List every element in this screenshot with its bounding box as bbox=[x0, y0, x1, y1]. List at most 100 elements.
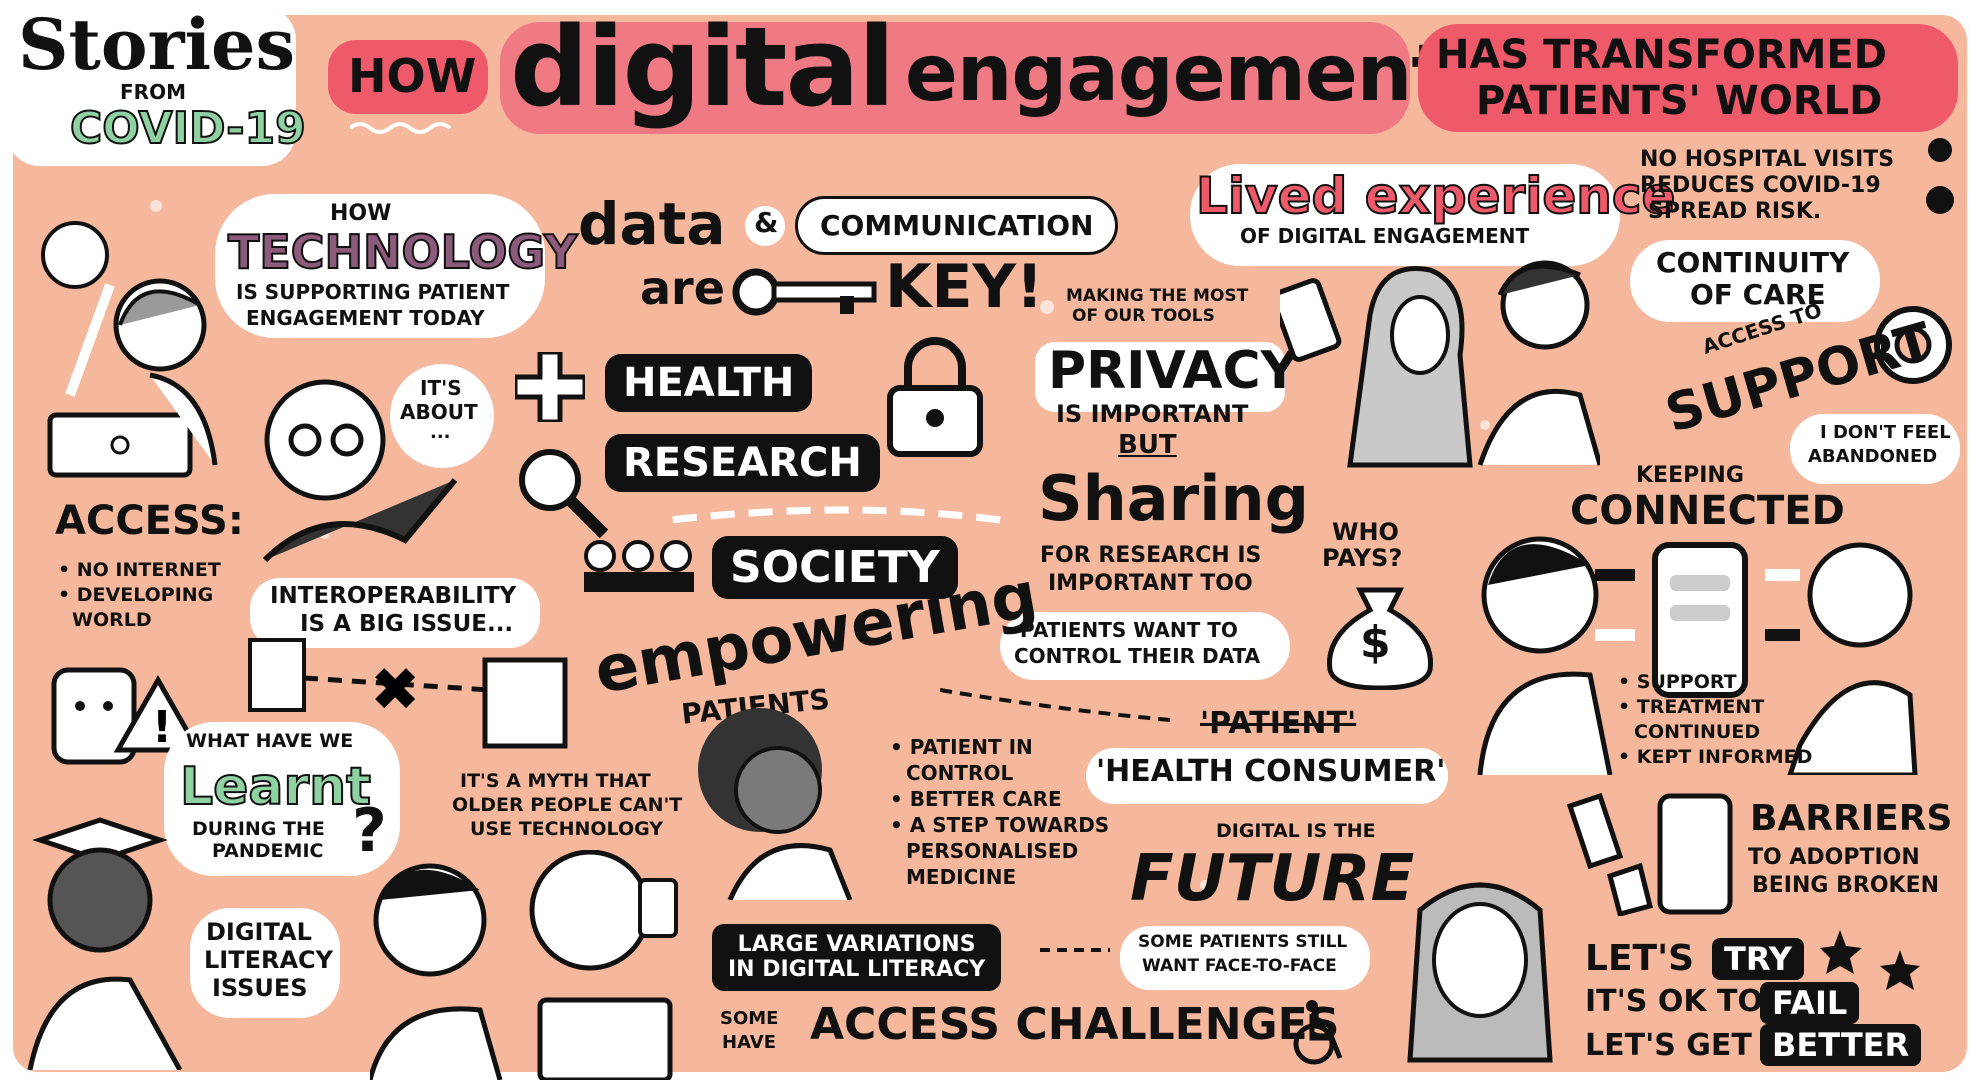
barriers-line2: BEING BROKEN bbox=[1752, 873, 1940, 898]
covid-label: COVID-19 bbox=[69, 103, 307, 154]
barriers-line1: TO ADOPTION bbox=[1748, 845, 1920, 870]
abandoned-line2: ABANDONED bbox=[1808, 446, 1938, 467]
learnt-what: WHAT HAVE WE bbox=[186, 730, 354, 752]
data-word: data bbox=[578, 190, 726, 258]
motto-lets: LET'S bbox=[1585, 938, 1695, 979]
its-about-line1: IT'S bbox=[420, 376, 462, 400]
connected-item: CONTINUED bbox=[1634, 720, 1761, 743]
control-bubble bbox=[1000, 612, 1290, 680]
myth-line3: USE TECHNOLOGY bbox=[470, 818, 664, 840]
technology-line1: IS SUPPORTING PATIENT bbox=[236, 280, 510, 304]
lived-sub: OF DIGITAL ENGAGEMENT bbox=[1240, 224, 1530, 248]
who-pays-line2: PAYS? bbox=[1322, 544, 1403, 572]
continuity-line1: CONTINUITY bbox=[1656, 246, 1850, 279]
title-highlight bbox=[500, 22, 1410, 134]
svg-text:!: ! bbox=[152, 702, 172, 753]
access-item: WORLD bbox=[72, 608, 152, 631]
myth-line1: IT'S A MYTH THAT bbox=[460, 770, 651, 792]
stories-logo-panel bbox=[6, 6, 296, 166]
key-icon bbox=[732, 268, 877, 316]
sharing-line2: IMPORTANT TOO bbox=[1048, 571, 1253, 596]
transformed-pill bbox=[1418, 24, 1958, 132]
privacy-important: IS IMPORTANT bbox=[1056, 400, 1249, 428]
engagement-title: engagement bbox=[905, 29, 1449, 119]
woman-laptop-illustration bbox=[41, 221, 218, 478]
access-title: ACCESS: bbox=[55, 498, 244, 544]
decor-dot bbox=[150, 200, 162, 212]
literacy-bubble bbox=[190, 908, 340, 1018]
dashed-arrow-right bbox=[940, 688, 1171, 722]
learnt-during: DURING THE bbox=[192, 818, 325, 840]
dashed-arrow-left bbox=[669, 506, 1001, 524]
privacy-word: PRIVACY bbox=[1048, 341, 1299, 401]
empowering-item: A STEP TOWARDS bbox=[890, 814, 1109, 837]
learnt-pandemic: PANDEMIC bbox=[212, 840, 324, 862]
connected-item: TREATMENT bbox=[1618, 696, 1812, 719]
hospital-line3: SPREAD RISK. bbox=[1648, 199, 1822, 224]
challenges-word: ACCESS CHALLENGES bbox=[810, 999, 1340, 1050]
connected-word: CONNECTED bbox=[1570, 488, 1845, 534]
variations-line2: IN DIGITAL LITERACY bbox=[728, 957, 986, 983]
face-to-face-bubble bbox=[1120, 926, 1370, 990]
empowering-item: BETTER CARE bbox=[890, 788, 1109, 811]
plus-icon bbox=[515, 352, 585, 422]
technology-word: TECHNOLOGY bbox=[227, 225, 578, 279]
amp-circle bbox=[745, 206, 785, 246]
motto-better: BETTER bbox=[1760, 1024, 1922, 1066]
literacy-line2: LITERACY bbox=[204, 946, 334, 974]
dollar-symbol: $ bbox=[1360, 617, 1391, 668]
barriers-word: BARRIERS bbox=[1750, 798, 1953, 839]
empowering-item: PERSONALISED bbox=[906, 839, 1079, 863]
interoperability-line1: INTEROPERABILITY bbox=[270, 583, 517, 609]
lifebuoy-icon bbox=[1874, 306, 1952, 384]
access-item: DEVELOPING bbox=[58, 584, 221, 607]
interoperability-bubble bbox=[250, 578, 540, 648]
graduate-illustration bbox=[27, 817, 183, 1070]
hijab-woman-man-phone-illustration bbox=[1280, 260, 1600, 468]
motto-okto: IT'S OK TO bbox=[1585, 984, 1764, 1019]
plug-warning-icon: ! bbox=[51, 667, 203, 765]
dashed-arrow-future bbox=[1040, 948, 1110, 952]
research-pill: RESEARCH bbox=[605, 434, 880, 492]
continuity-line2: OF CARE bbox=[1690, 278, 1826, 311]
transformed-line1: HAS TRANSFORMED bbox=[1436, 32, 1887, 78]
patient-struck: 'PATIENT' bbox=[1200, 706, 1357, 741]
health-pill: HEALTH bbox=[605, 354, 813, 412]
key-word: KEY! bbox=[885, 252, 1044, 322]
its-about-line3: ... bbox=[430, 422, 451, 443]
connected-item: KEPT INFORMED bbox=[1618, 746, 1813, 769]
wheelchair-icon bbox=[1293, 1000, 1343, 1065]
magnifier-icon bbox=[519, 449, 609, 539]
control-line1: PATIENTS WANT TO bbox=[1020, 618, 1238, 642]
empowering-list: PATIENT IN CONTROL BETTER CARE A STEP TO… bbox=[890, 736, 1109, 892]
how-pill bbox=[328, 40, 488, 114]
myth-line2: OLDER PEOPLE CAN'T bbox=[452, 794, 683, 816]
literacy-line1: DIGITAL bbox=[206, 918, 312, 946]
abandoned-line1: I DON'T FEEL bbox=[1820, 422, 1951, 443]
future-digital-is: DIGITAL IS THE bbox=[1216, 820, 1376, 842]
interoperability-line2: IS A BIG ISSUE... bbox=[300, 611, 514, 637]
motto-try: TRY bbox=[1712, 938, 1804, 980]
broken-barrier-phone-icon bbox=[1566, 792, 1733, 916]
learnt-question: ? bbox=[352, 796, 387, 866]
decor-dot bbox=[1200, 880, 1211, 891]
hospital-line2: REDUCES COVID-19 bbox=[1640, 173, 1881, 198]
access-list: NO INTERNET DEVELOPING WORLD bbox=[58, 559, 221, 635]
variations-pill: LARGE VARIATIONS IN DIGITAL LITERACY bbox=[712, 924, 1002, 991]
sharing-line1: FOR RESEARCH IS bbox=[1040, 543, 1262, 568]
sharing-word: Sharing bbox=[1038, 462, 1309, 535]
access-item: NO INTERNET bbox=[58, 559, 221, 582]
svg-text:✖: ✖ bbox=[370, 655, 420, 725]
connected-list: SUPPORT TREATMENT CONTINUED KEPT INFORME… bbox=[1618, 671, 1813, 771]
empowering-item: CONTROL bbox=[906, 761, 1014, 785]
wavy-underline bbox=[350, 122, 452, 134]
man-older-woman-illustration bbox=[370, 850, 678, 1080]
society-pill: SOCIETY bbox=[712, 536, 958, 599]
consumer-word: 'HEALTH CONSUMER' bbox=[1096, 754, 1446, 789]
its-about-line2: ABOUT bbox=[400, 400, 478, 424]
learnt-bubble bbox=[164, 722, 400, 876]
face-line1: SOME PATIENTS STILL bbox=[1138, 932, 1348, 952]
from-label: FROM bbox=[120, 80, 186, 104]
literacy-line3: ISSUES bbox=[212, 974, 308, 1002]
